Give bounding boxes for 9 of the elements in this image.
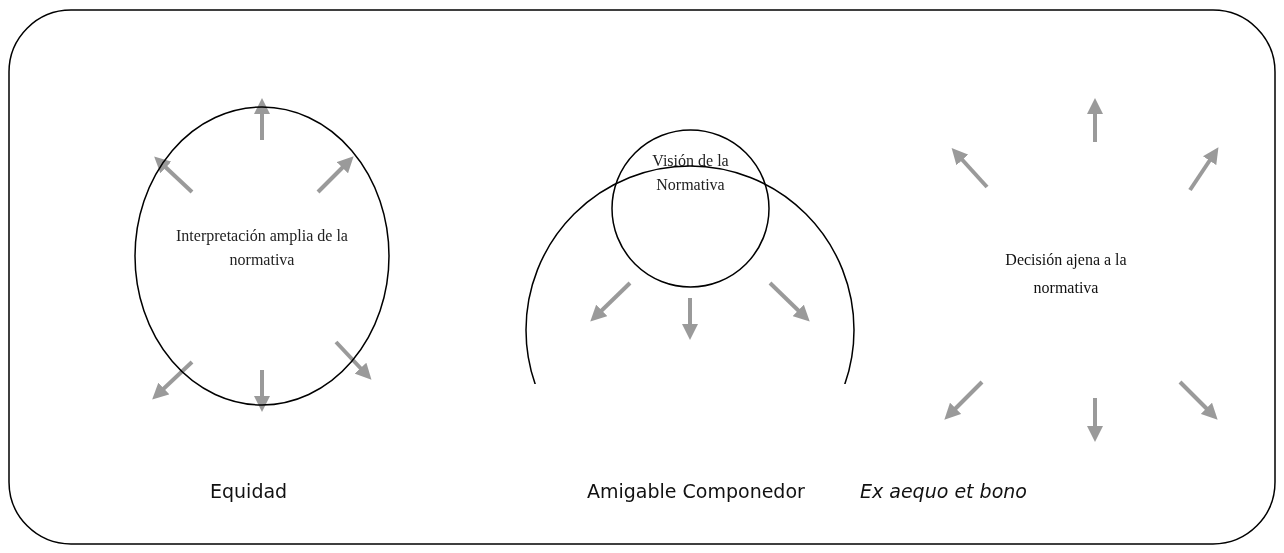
arc-shape [525,165,855,384]
caption-text: Equidad [210,480,288,502]
caption-text: Ex aequo et bono [860,480,1027,502]
caption-text: Amigable Componedor [587,480,805,502]
description-text: Decisión ajena a la normativa [1004,250,1128,298]
circle-shape [134,106,390,406]
circle-label: Interpretación amplia de la normativa [176,227,348,268]
circle-shape [611,129,770,288]
circle-label: Visión de la Normativa [652,152,729,193]
